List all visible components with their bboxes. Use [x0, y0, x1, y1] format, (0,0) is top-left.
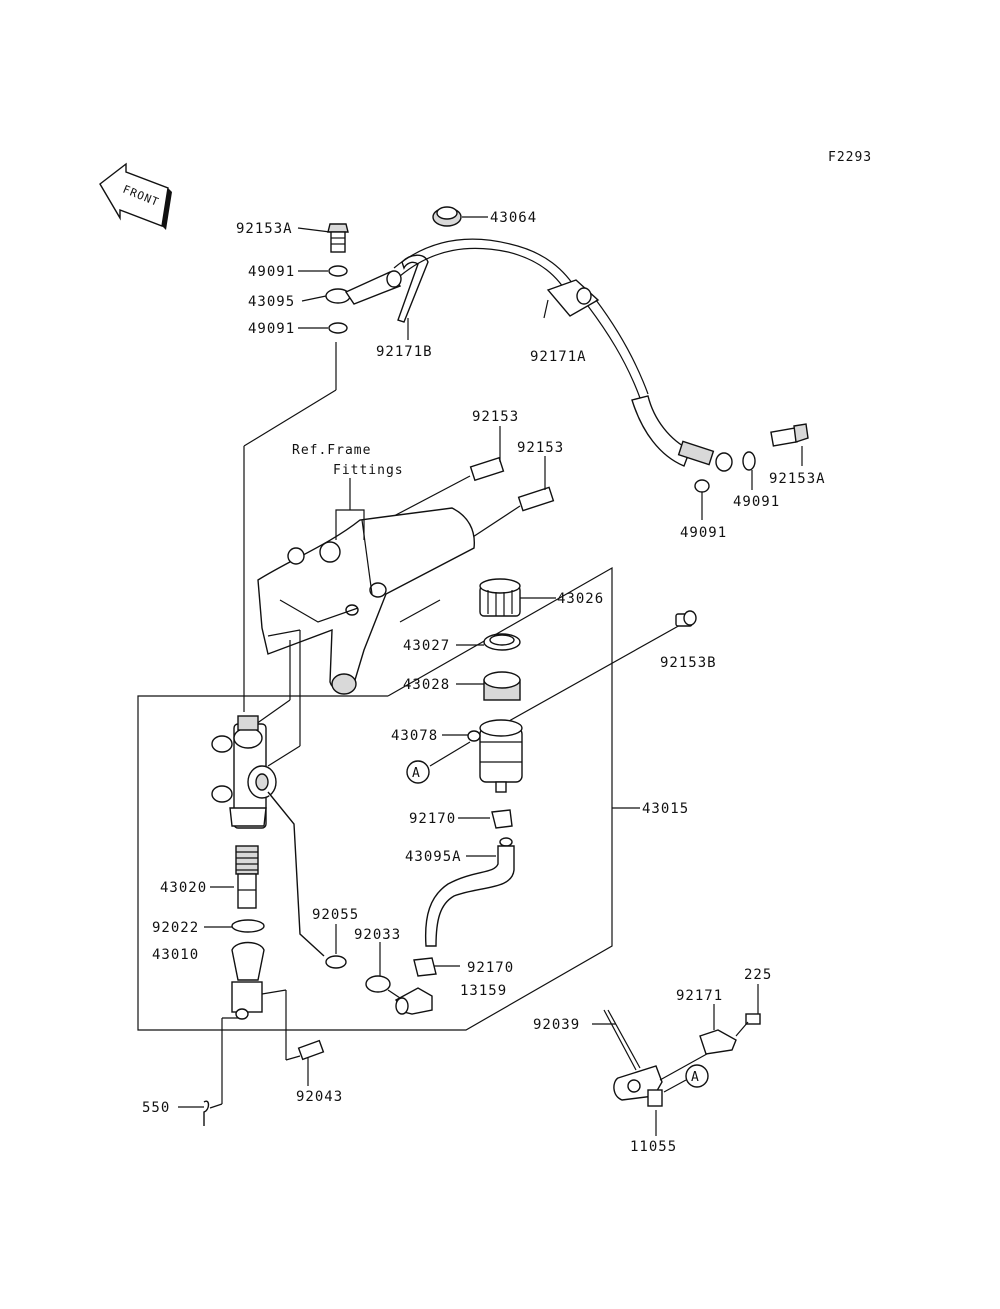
label-92153B: 92153B: [660, 655, 717, 671]
clamp-92171A: [543, 279, 600, 319]
frame-bracket: [257, 507, 475, 695]
ref-frame-note: Ref.Frame: [292, 443, 371, 458]
svg-text:A: A: [691, 1070, 700, 1085]
callout-A-switch: A: [685, 1064, 709, 1088]
label-92171: 92171: [676, 988, 723, 1004]
clamp-92033: [365, 975, 391, 993]
label-43028: 43028: [403, 677, 450, 693]
label-92153A-right: 92153A: [769, 471, 826, 487]
label-49091-top1: 49091: [248, 264, 295, 280]
reservoir-43078: [467, 719, 523, 793]
label-92022: 92022: [152, 920, 199, 936]
label-49091-top2: 49091: [248, 321, 295, 337]
switch-bracket-11055: [613, 1065, 663, 1107]
label-225: 225: [744, 967, 772, 983]
bolt-92153B: [675, 610, 697, 627]
brake-hose-upper: [393, 238, 579, 293]
reservoir-cap-43026: [479, 578, 521, 617]
master-cylinder-body: [211, 715, 277, 829]
washer-49091-right1: [742, 451, 756, 471]
o-ring-92055: [325, 955, 347, 969]
assembly-43015-frame: [137, 566, 613, 1031]
label-43078: 43078: [391, 728, 438, 744]
brake-hose-mid: [587, 305, 689, 459]
callout-A-reservoir: A: [406, 760, 430, 784]
washer-49091-top1: [328, 265, 348, 277]
label-92055: 92055: [312, 907, 359, 923]
clamp-92171B: [397, 254, 429, 323]
label-43064: 43064: [490, 210, 537, 226]
cotter-pin-550: [203, 1100, 210, 1126]
plate-43027: [483, 633, 521, 651]
front-arrow-icon: FRONT: [99, 162, 172, 230]
figure-code: F2293: [828, 150, 872, 165]
label-43020: 43020: [160, 880, 207, 896]
label-92171A: 92171A: [530, 349, 587, 365]
label-92153-1: 92153: [472, 409, 519, 425]
washer-49091-right2: [694, 479, 710, 493]
label-92171B: 92171B: [376, 344, 433, 360]
label-49091-right1: 49091: [733, 494, 780, 510]
label-92153-2: 92153: [517, 440, 564, 456]
banjo-bolt-92153A-top: [327, 223, 349, 253]
label-92170-2: 92170: [467, 960, 514, 976]
label-43027: 43027: [403, 638, 450, 654]
label-49091-right2: 49091: [680, 525, 727, 541]
label-43095A: 43095A: [405, 849, 462, 865]
clamp-92170-lower: [413, 957, 437, 977]
washer-49091-top2: [328, 322, 348, 334]
leader-lines: [178, 216, 803, 1136]
screw-225: [745, 1013, 761, 1025]
push-rod-43010: [231, 941, 265, 1020]
clamp-92170-upper: [491, 809, 513, 829]
brake-hose-upper-inner: [399, 247, 571, 299]
label-43095: 43095: [248, 294, 295, 310]
label-43010: 43010: [152, 947, 199, 963]
brake-hose-mid-inner: [595, 299, 649, 395]
label-11055: 11055: [630, 1139, 677, 1155]
label-92153A-top: 92153A: [236, 221, 293, 237]
pin-92043: [297, 1039, 325, 1061]
spring-92039: [603, 1009, 641, 1071]
label-550: 550: [142, 1100, 170, 1116]
elbow-joint-13159: [394, 987, 433, 1015]
label-92170-1: 92170: [409, 811, 456, 827]
reservoir-hose-43095A: [424, 837, 515, 947]
piston-43020: [235, 845, 259, 909]
svg-text:A: A: [412, 766, 421, 781]
label-43026: 43026: [557, 591, 604, 607]
label-92039: 92039: [533, 1017, 580, 1033]
hose-fitting-43095: [325, 270, 402, 305]
diaphragm-43028: [483, 671, 521, 701]
fittings-note: Fittings: [333, 463, 404, 478]
label-92033: 92033: [354, 927, 401, 943]
circlip-92022: [231, 919, 265, 933]
clamp-92171: [699, 1029, 737, 1055]
label-43015: 43015: [642, 801, 689, 817]
label-13159: 13159: [460, 983, 507, 999]
banjo-bolt-92153A-right: [770, 423, 809, 447]
hose-line-92055: [267, 791, 325, 957]
hose-end-fitting-right: [677, 440, 733, 472]
grommet-43064: [432, 206, 462, 227]
mount-lines: [255, 599, 683, 767]
label-92043: 92043: [296, 1089, 343, 1105]
